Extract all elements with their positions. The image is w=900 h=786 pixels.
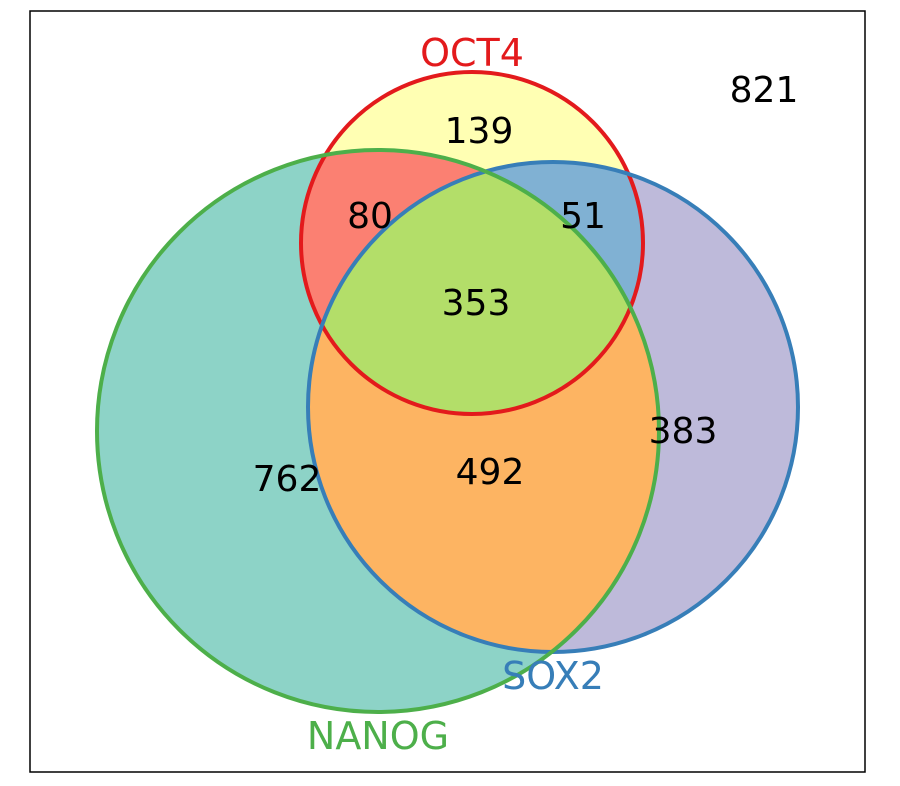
count-oct4-sox2: 51 xyxy=(560,196,606,237)
region-all-three xyxy=(308,162,643,414)
plot-frame xyxy=(29,10,866,773)
count-sox2-only: 383 xyxy=(649,411,718,452)
count-nanog-sox2: 492 xyxy=(456,452,525,493)
count-oct4-nanog: 80 xyxy=(347,196,393,237)
oct4-circle xyxy=(299,70,645,416)
nanog-label: NANOG xyxy=(307,714,449,758)
nanog-circle xyxy=(95,148,661,714)
oct4-label: OCT4 xyxy=(420,31,524,75)
count-outside: 821 xyxy=(730,70,799,111)
count-nanog-only: 762 xyxy=(253,459,322,500)
count-all-three: 353 xyxy=(442,283,511,324)
count-oct4-only: 139 xyxy=(445,111,514,152)
sox2-label: SOX2 xyxy=(502,654,604,698)
